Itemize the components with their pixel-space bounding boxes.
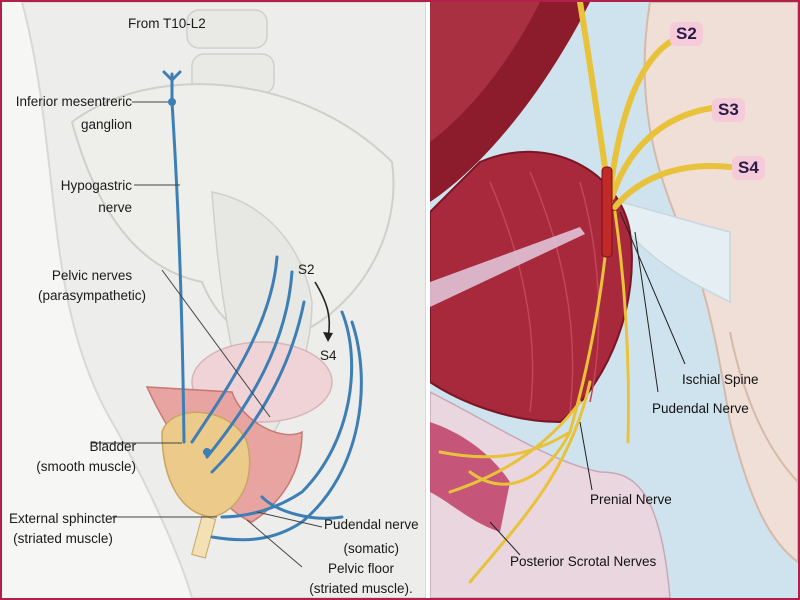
- nerve-paths: [162, 70, 363, 542]
- leader-lines: [92, 101, 323, 568]
- label-pelvic-floor-line1: Pelvic floor: [327, 561, 395, 576]
- label-pelvic-floor-line2: (striated muscle).: [309, 581, 413, 596]
- label-posterior-scrotal-nerves: Posterior Scrotal Nerves: [510, 554, 657, 569]
- label-from-t10-l2: From T10-L2: [128, 16, 206, 31]
- highlight-beam: [430, 227, 585, 307]
- label-hypogastric-line2: nerve: [98, 200, 132, 215]
- label-inferior-mesenteric-line2: ganglion: [80, 117, 132, 132]
- label-pelvic-nerves-line2: (parasympathetic): [37, 288, 147, 303]
- label-pudendal-nerve-right: Pudendal Nerve: [652, 401, 749, 416]
- label-pudendal-nerve-left: Pudendal nerve (somatic): [324, 517, 419, 557]
- label-s3-right: S3: [712, 98, 745, 122]
- label-bladder: Bladder (smooth muscle): [4, 439, 136, 475]
- label-pelvic-nerves: Pelvic nerves (parasympathetic): [17, 268, 167, 304]
- label-s4-right: S4: [732, 156, 765, 180]
- pelvis-illustration: [20, 2, 426, 598]
- label-bladder-line2: (smooth muscle): [36, 459, 136, 474]
- pelvic-innervation-diagram: From T10-L2 Inferior mesentreric ganglio…: [2, 2, 426, 598]
- label-s2-right: S2: [670, 22, 703, 46]
- pudendal-artery: [601, 166, 613, 258]
- label-s4-left: S4: [320, 348, 337, 363]
- label-pelvic-nerves-line1: Pelvic nerves: [51, 268, 133, 283]
- pudendal-illustration: [430, 2, 798, 598]
- sacrospinous-ligament: [619, 201, 731, 304]
- inferior-mesenteric-ganglion: [168, 98, 176, 106]
- label-external-sphincter: External sphincter (striated muscle): [2, 511, 124, 547]
- panel-divider: [426, 2, 430, 598]
- gluteal-muscle: [430, 150, 633, 424]
- right-leader-lines: [489, 211, 686, 556]
- label-s2-left: S2: [298, 262, 315, 277]
- label-inferior-mesenteric-line1: Inferior mesentreric: [15, 94, 132, 109]
- pelvic-floor-area: [430, 391, 671, 598]
- label-ischial-spine: Ischial Spine: [682, 372, 759, 387]
- label-pelvic-floor: Pelvic floor (striated muscle).: [302, 561, 420, 597]
- pudendal-nerve-anatomy: S2 S3 S4 Ischial Spine Pudendal Nerve Pr…: [430, 2, 798, 598]
- s2-s4-arrow: [314, 281, 331, 338]
- label-external-sphincter-line2: (striated muscle): [13, 531, 113, 546]
- pudendal-nerve-branches: [438, 200, 630, 584]
- label-external-sphincter-line1: External sphincter: [8, 511, 118, 526]
- label-bladder-line1: Bladder: [89, 439, 136, 454]
- label-pudendal-line1: Pudendal nerve: [324, 517, 419, 532]
- label-hypogastric-line1: Hypogastric: [60, 178, 132, 193]
- urethra: [191, 515, 217, 559]
- label-pudendal-line2: (somatic): [343, 541, 400, 556]
- label-inferior-mesenteric: Inferior mesentreric ganglion: [4, 94, 132, 133]
- label-prenial-nerve: Prenial Nerve: [590, 492, 672, 507]
- label-hypogastric-nerve: Hypogastric nerve: [4, 178, 132, 216]
